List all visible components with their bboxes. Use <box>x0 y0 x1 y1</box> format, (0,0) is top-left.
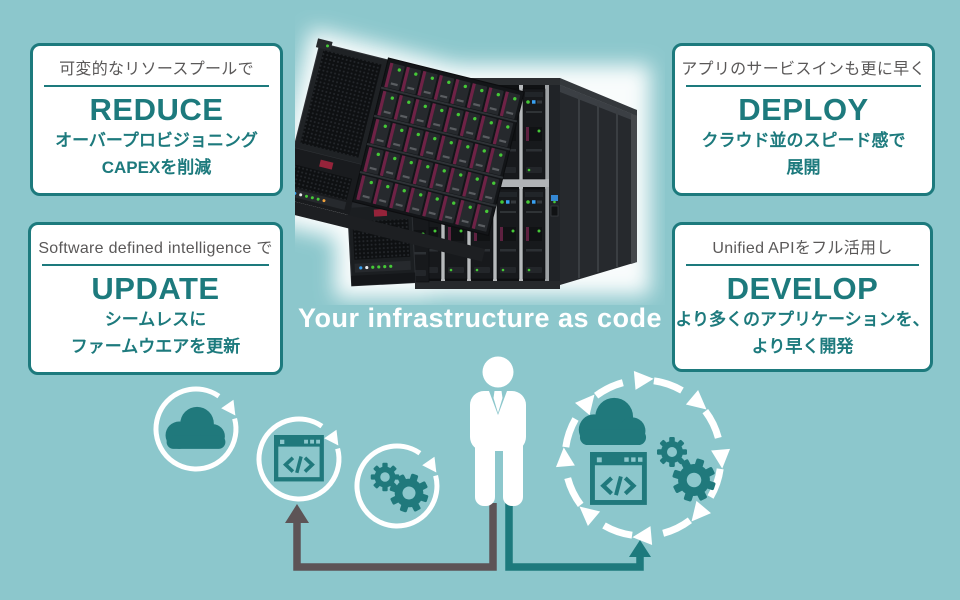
reduce-heading: REDUCE <box>89 92 224 127</box>
divider <box>44 85 269 87</box>
update-heading: UPDATE <box>91 271 220 306</box>
update-line-1: シームレスに <box>104 310 207 330</box>
cycle-circle-gears <box>357 446 443 526</box>
reduce-line-2: CAPEXを削減 <box>101 157 212 177</box>
update-line-2: ファームウエアを更新 <box>70 336 241 356</box>
deploy-box: アプリのサービスインも更に早く DEPLOY クラウド並のスピード感で 展開 <box>672 43 935 196</box>
deploy-line-2: 展開 <box>786 157 821 177</box>
tie <box>493 391 503 413</box>
storage-shelf-tilted <box>295 38 525 262</box>
feedback-arrow-dark <box>285 503 497 571</box>
gears-icon <box>370 462 434 518</box>
reduce-top-label: 可変的なリソースプールで <box>59 61 254 78</box>
develop-box: Unified APIをフル活用し DEVELOP より多くのアプリケーションを… <box>672 222 933 372</box>
develop-heading: DEVELOP <box>726 271 879 306</box>
update-top-label: Software defined intelligence で <box>38 240 273 257</box>
cloud-icon <box>165 406 226 449</box>
code-window-icon <box>592 454 644 502</box>
suit-collar <box>489 391 507 415</box>
deploy-top-label: アプリのサービスインも更に早く <box>681 61 926 78</box>
reduce-box: 可変的なリソースプールで REDUCE オーバープロビジョニング CAPEXを削… <box>30 43 283 196</box>
cycle-circle-cloud <box>156 389 242 469</box>
develop-line-1: より多くのアプリケーションを、 <box>675 310 930 330</box>
update-box: Software defined intelligence で UPDATE シ… <box>28 222 283 375</box>
develop-top-label: Unified APIをフル活用し <box>712 240 893 257</box>
cycle-circle-code <box>259 419 345 499</box>
divider <box>686 264 919 266</box>
cloud-icon <box>578 397 647 446</box>
code-window-icon <box>276 437 322 479</box>
deploy-heading: DEPLOY <box>738 92 869 127</box>
develop-line-2: より早く開発 <box>751 336 854 356</box>
feedback-arrow-teal <box>505 503 651 571</box>
deploy-line-1: クラウド並のスピード感で <box>701 131 906 151</box>
big-cycle-circle <box>539 354 747 562</box>
center-caption: Your infrastructure as code <box>297 303 663 333</box>
server-hardware-illustration <box>295 28 650 298</box>
it-admin-person-icon <box>470 356 526 506</box>
reduce-line-1: オーバープロビジョニング <box>55 131 258 151</box>
gears-icon <box>657 437 722 508</box>
divider <box>42 264 269 266</box>
divider <box>686 85 921 87</box>
